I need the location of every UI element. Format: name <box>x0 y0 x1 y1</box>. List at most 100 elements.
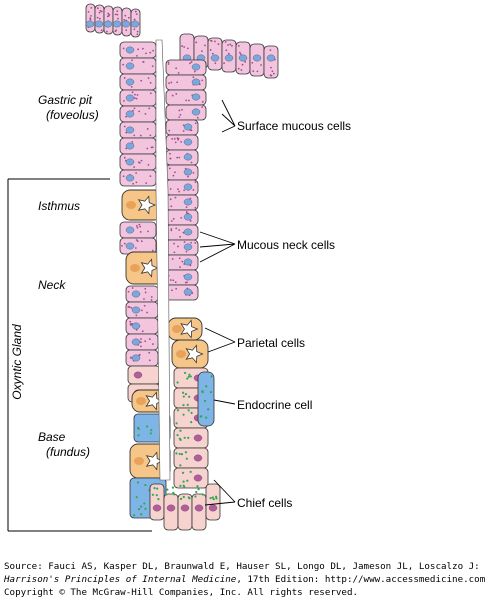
mucous-neck-nucleus <box>183 198 193 206</box>
surface-mucous-nucleus <box>85 20 95 28</box>
mucous-neck-cell <box>165 179 199 196</box>
chief-granule <box>183 485 186 489</box>
surface-mucous-granule <box>122 63 125 66</box>
chief-granule <box>190 411 193 414</box>
parietal-nucleus <box>136 397 146 405</box>
mucous-neck-nucleus <box>125 226 135 234</box>
mucous-neck-granule <box>192 171 195 174</box>
surface-mucous-granule <box>127 16 130 19</box>
chief-granule <box>182 395 185 398</box>
mucous-neck-nucleus <box>131 338 141 346</box>
leader-endocrine <box>213 399 236 405</box>
mucous-neck-granule <box>190 61 193 63</box>
mucous-neck-granule <box>176 156 179 159</box>
chief-granule <box>178 452 181 456</box>
surface-mucous-granule <box>115 29 118 32</box>
surface-mucous-granule <box>239 53 242 55</box>
surface-mucous-granule <box>256 70 259 73</box>
endocrine-granule <box>205 416 208 419</box>
chief-granule <box>211 496 214 499</box>
mucous-neck-granule <box>172 217 175 220</box>
mucous-neck-cell <box>165 119 199 136</box>
surface-mucous-granule <box>237 45 240 47</box>
endocrine-granule <box>140 513 143 516</box>
mucous-neck-nucleus <box>183 213 193 221</box>
endocrine-granule <box>133 514 136 517</box>
mucous-neck-granule <box>151 249 154 252</box>
surface-mucous-granule <box>148 107 151 110</box>
mucous-neck-granule <box>174 281 177 284</box>
surface-mucous-nucleus <box>125 174 135 182</box>
endocrine-granule <box>144 483 147 487</box>
chief-granule <box>179 464 182 467</box>
mucous-neck-granule <box>179 266 181 269</box>
credit-book-title: Harrison's Principles of Internal Medici… <box>4 574 237 585</box>
surface-mucous-granule <box>125 29 128 32</box>
chief-granule <box>194 495 197 498</box>
mucous-neck-granule <box>177 138 179 141</box>
chief-granule <box>185 457 188 460</box>
mucous-neck-granule <box>141 330 144 333</box>
surface-mucous-granule <box>200 50 203 53</box>
chief-granule <box>156 487 159 490</box>
mucous-neck-cell <box>165 134 199 151</box>
mucous-neck-granule <box>146 311 148 314</box>
surface-mucous-granule <box>183 46 186 48</box>
chief-nucleus <box>152 504 162 512</box>
surface-mucous-granule <box>145 52 147 55</box>
surface-mucous-granule <box>114 13 117 16</box>
chief-granule <box>197 488 200 491</box>
mucous-neck-granule <box>135 314 138 317</box>
chief-nucleus <box>180 504 190 512</box>
mucous-neck-granule <box>183 241 186 243</box>
surface-mucous-granule <box>252 70 255 73</box>
mucous-neck-granule <box>174 141 177 144</box>
chief-nucleus <box>193 474 203 482</box>
surface-mucous-granule <box>117 17 119 20</box>
mucous-neck-granule <box>171 258 174 260</box>
surface-mucous-nucleus <box>252 54 262 62</box>
mucous-neck-granule <box>169 157 172 160</box>
mucous-neck-granule <box>129 356 132 359</box>
chief-granule <box>189 375 192 378</box>
surface-mucous-granule <box>151 146 154 149</box>
mucous-neck-granule <box>172 279 175 282</box>
endocrine-granule <box>143 502 146 505</box>
surface-mucous-granule <box>123 156 126 159</box>
foveolus-label: (foveolus) <box>46 108 99 122</box>
surface-mucous-granule <box>107 12 110 15</box>
chief-nucleus <box>194 504 204 512</box>
chief-granule <box>187 375 190 378</box>
chief-granule <box>186 403 189 407</box>
chief-granule <box>166 488 169 491</box>
surface-mucous-granule <box>125 115 127 118</box>
fundus-label: (fundus) <box>46 445 91 459</box>
surface-mucous-nucleus <box>125 94 135 102</box>
credit-line-2: Harrison's Principles of Internal Medici… <box>4 573 493 586</box>
mucous-neck-granule <box>141 309 143 312</box>
surface-mucous-granule <box>136 33 139 36</box>
endocrine-granule <box>201 390 204 393</box>
endocrine-cell-label: Endocrine cell <box>237 398 313 412</box>
surface-mucous-granule <box>140 159 143 162</box>
chief-granule <box>182 391 185 394</box>
surface-mucous-granule <box>251 61 254 64</box>
endocrine-granule <box>209 390 213 394</box>
mucous-neck-nucleus <box>183 168 193 176</box>
endocrine-granule <box>203 399 207 403</box>
surface-mucous-granule <box>123 77 126 79</box>
mucous-neck-granule <box>131 287 134 289</box>
chief-granule <box>196 485 199 488</box>
chief-granule <box>178 437 181 440</box>
mucous-neck-granule <box>193 70 196 73</box>
surface-mucous-nucleus <box>125 46 135 54</box>
chief-granule <box>187 436 190 439</box>
surface-mucous-granule <box>122 47 125 50</box>
surface-mucous-granule <box>123 18 126 21</box>
mucous-neck-cell <box>165 284 199 301</box>
isthmus-label: Isthmus <box>38 199 81 213</box>
surface-mucous-granule <box>238 51 241 54</box>
surface-mucous-granule <box>133 18 136 21</box>
surface-mucous-granule <box>135 97 138 100</box>
endocrine-granule <box>205 385 208 388</box>
